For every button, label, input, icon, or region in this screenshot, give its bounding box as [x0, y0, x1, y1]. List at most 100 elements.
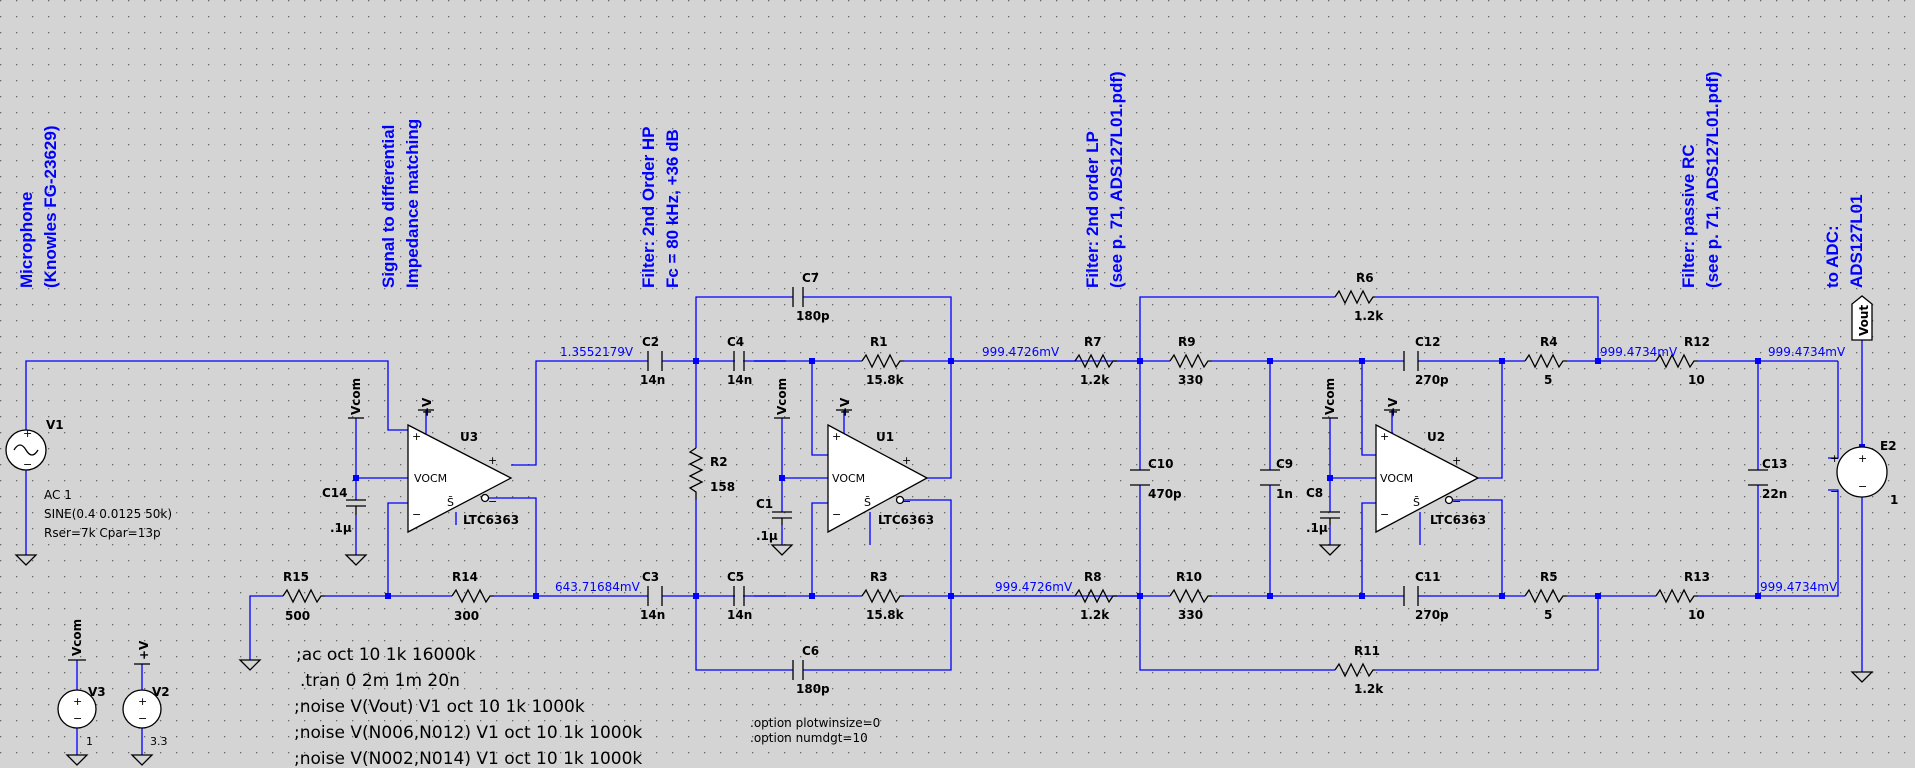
- u3-model: LTC6363: [463, 513, 519, 527]
- resistor-r11[interactable]: R11 1.2k: [1334, 644, 1384, 696]
- vcvs-e2[interactable]: + − + − E2 1: [1830, 439, 1898, 507]
- source-v3[interactable]: + − Vcom V3 1: [57, 619, 106, 748]
- c11-value: 270p: [1415, 608, 1449, 622]
- u2-vcom-label: Vcom: [1323, 378, 1337, 415]
- u2-vocm: VOCM: [1380, 472, 1413, 485]
- r7-value: 1.2k: [1080, 373, 1110, 387]
- voltage-out-bottom: 999.4734mV: [1760, 580, 1838, 594]
- resistor-r9[interactable]: R9 330: [1169, 335, 1212, 387]
- directive-noise-n002[interactable]: ;noise V(N002,N014) V1 oct 10 1k 1000k: [294, 749, 642, 768]
- directive-ac[interactable]: ;ac oct 10 1k 16000k: [296, 645, 476, 665]
- svg-text:−: −: [73, 712, 82, 725]
- c7-value: 180p: [796, 309, 830, 323]
- capacitor-c1[interactable]: C1 .1µ: [756, 497, 792, 543]
- capacitor-c14[interactable]: C14 .1µ: [322, 486, 366, 535]
- capacitor-c3[interactable]: C3 14n: [640, 570, 665, 622]
- u1-out-minus: −: [902, 495, 911, 508]
- c6-name: C6: [802, 644, 819, 658]
- resistor-r4[interactable]: R4 5: [1524, 335, 1567, 387]
- comment-to-adc: to ADC:: [1823, 225, 1842, 288]
- opamp-u2[interactable]: + − VOCM S̄ + − U2 LTC6363 +V: [1375, 397, 1486, 534]
- resistor-r12[interactable]: R12 10: [1655, 335, 1710, 387]
- c13-name: C13: [1762, 457, 1788, 471]
- source-v1[interactable]: + − V1 AC 1 SINE(0.4 0.0125 50k) Rser=7k…: [5, 418, 172, 540]
- source-v2[interactable]: + − +V V2 3.3: [122, 640, 170, 748]
- u1-vocm: VOCM: [832, 472, 865, 485]
- u2-model: LTC6363: [1430, 513, 1486, 527]
- resistor-r5[interactable]: R5 5: [1524, 570, 1567, 622]
- wires: [25, 296, 1863, 755]
- c14-name: C14: [322, 486, 348, 500]
- capacitor-c13[interactable]: C13 22n: [1748, 457, 1788, 501]
- directive-plotwinsize[interactable]: .option plotwinsize=0: [750, 716, 880, 730]
- r3-value: 15.8k: [866, 608, 905, 622]
- resistor-r8[interactable]: R8 1.2k: [1074, 570, 1117, 622]
- r4-name: R4: [1540, 335, 1558, 349]
- u2-minus: −: [1380, 508, 1389, 521]
- comment-microphone-model: (Knowles FG-23629): [41, 126, 60, 289]
- c1-value: .1µ: [756, 529, 778, 543]
- comment-impedance: Impedance matching: [403, 119, 422, 288]
- vout-port[interactable]: Vout: [1851, 295, 1873, 341]
- comment-rc-filter: Filter: passive RC: [1679, 144, 1698, 288]
- directive-noise-n006[interactable]: ;noise V(N006,N012) V1 oct 10 1k 1000k: [294, 723, 642, 743]
- r2-name: R2: [710, 455, 728, 469]
- resistor-r15[interactable]: R15 500: [282, 570, 325, 623]
- r5-name: R5: [1540, 570, 1558, 584]
- svg-text:−: −: [23, 458, 32, 471]
- capacitor-c6[interactable]: C6 180p: [792, 644, 830, 696]
- spice-directives[interactable]: ;ac oct 10 1k 16000k .tran 0 2m 1m 20n ;…: [294, 645, 880, 768]
- capacitor-c7[interactable]: C7 180p: [792, 271, 830, 323]
- c10-value: 470p: [1148, 487, 1182, 501]
- v1-value-ac: AC 1: [44, 488, 72, 502]
- capacitor-c5[interactable]: C5 14n: [727, 570, 752, 622]
- comment-signal-diff: Signal to differential: [379, 125, 398, 288]
- resistor-r14[interactable]: R14 300: [451, 570, 494, 623]
- u3-plus: +: [412, 430, 421, 443]
- capacitor-c8[interactable]: C8 .1µ: [1306, 486, 1340, 535]
- resistor-r3[interactable]: R3 15.8k: [861, 570, 905, 622]
- r10-name: R10: [1176, 570, 1202, 584]
- c10-name: C10: [1148, 457, 1174, 471]
- svg-text:−: −: [1830, 485, 1839, 498]
- opamp-u1[interactable]: + − VOCM S̄ + − U1 LTC6363 +V: [827, 397, 934, 534]
- c3-name: C3: [642, 570, 659, 584]
- v2-name: V2: [152, 685, 170, 699]
- capacitor-c12[interactable]: C12 270p: [1403, 335, 1449, 387]
- resistor-r1[interactable]: R1 15.8k: [861, 335, 905, 387]
- comment-hp-fc: Fc = 80 kHz, +36 dB: [663, 129, 682, 288]
- u1-sbar: S̄: [864, 496, 871, 509]
- capacitor-c9[interactable]: C9 1n: [1260, 457, 1293, 501]
- resistor-r13[interactable]: R13 10: [1655, 570, 1710, 622]
- e2-name: E2: [1880, 439, 1897, 453]
- voltage-c2-node: 1.3552179V: [560, 345, 634, 359]
- u1-name: U1: [876, 430, 894, 444]
- r7-name: R7: [1084, 335, 1102, 349]
- opamp-u3[interactable]: + − VOCM S̄ + − U3 LTC6363 +V: [407, 397, 519, 534]
- r6-value: 1.2k: [1354, 309, 1384, 323]
- resistor-r7[interactable]: R7 1.2k: [1074, 335, 1117, 387]
- u1-vplus-label: +V: [838, 397, 852, 417]
- directive-numdgt[interactable]: .option numdgt=10: [750, 731, 868, 745]
- v2-vplus-label: +V: [137, 640, 151, 660]
- capacitor-c2[interactable]: C2 14n: [640, 335, 665, 387]
- u1-model: LTC6363: [878, 513, 934, 527]
- directive-tran[interactable]: .tran 0 2m 1m 20n: [300, 671, 460, 691]
- vcom-labels: Vcom Vcom Vcom: [348, 378, 1338, 419]
- u3-out-minus: −: [488, 495, 497, 508]
- resistor-r2[interactable]: R2 158: [688, 447, 735, 500]
- e2-value: 1: [1890, 493, 1898, 507]
- capacitor-c11[interactable]: C11 270p: [1403, 570, 1449, 622]
- r2-value: 158: [710, 480, 735, 494]
- u1-vcom-label: Vcom: [775, 378, 789, 415]
- capacitor-c4[interactable]: C4 14n: [727, 335, 752, 387]
- r11-value: 1.2k: [1354, 682, 1384, 696]
- resistor-r10[interactable]: R10 330: [1169, 570, 1212, 622]
- v3-vcom-label: Vcom: [70, 619, 84, 656]
- capacitor-c10[interactable]: C10 470p: [1130, 457, 1182, 501]
- comment-rc-ref: (see p. 71, ADS127L01.pdf): [1703, 71, 1722, 288]
- resistor-r6[interactable]: R6 1.2k: [1334, 271, 1384, 323]
- directive-noise-vout[interactable]: ;noise V(Vout) V1 oct 10 1k 1000k: [294, 697, 585, 717]
- r15-value: 500: [285, 609, 310, 623]
